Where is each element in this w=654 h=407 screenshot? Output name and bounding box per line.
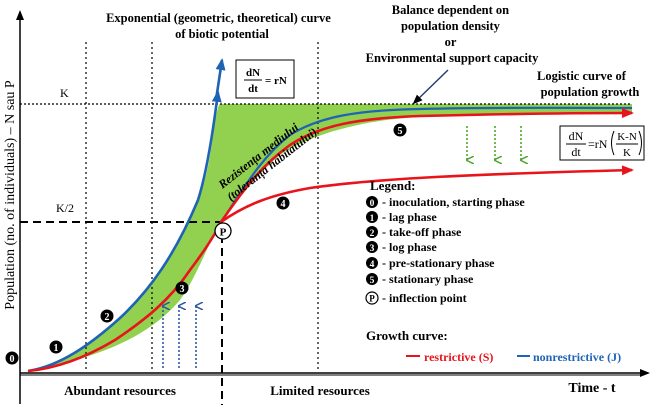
svg-text:- lag phase: - lag phase — [382, 210, 437, 224]
svg-text:- inoculation, starting phase: - inoculation, starting phase — [382, 195, 525, 209]
legend-item-5: 5 - stationary phase — [366, 272, 474, 286]
svg-text:1: 1 — [54, 343, 59, 354]
svg-text:3: 3 — [370, 244, 375, 254]
svg-text:dN: dN — [569, 129, 584, 143]
svg-text:dt: dt — [571, 145, 581, 159]
legend-nonrestrictive-label: nonrestrictive (J) — [533, 350, 621, 364]
s-curve-restrictive — [27, 108, 634, 373]
svg-text:P: P — [369, 294, 375, 304]
svg-text:- log phase: - log phase — [382, 240, 437, 254]
svg-text:4: 4 — [281, 199, 286, 210]
phase-marker-3: 3 — [175, 281, 189, 295]
legend-title: Legend: — [370, 178, 416, 193]
y-axis-label: Population (no. of individuals) – N sau … — [3, 80, 18, 310]
phase-marker-5: 5 — [393, 123, 407, 137]
svg-text:5: 5 — [370, 276, 375, 286]
svg-text:K: K — [623, 147, 631, 159]
x-axis-label: Time - t — [568, 381, 616, 396]
svg-text:dN: dN — [246, 67, 260, 79]
svg-text:K-N: K-N — [617, 131, 637, 143]
svg-text:- stationary phase: - stationary phase — [382, 272, 474, 286]
k-half-label: K/2 — [56, 201, 74, 215]
svg-text:2: 2 — [370, 229, 375, 239]
exponential-formula: dN dt = rN — [235, 59, 295, 99]
svg-text:= rN: = rN — [265, 75, 287, 87]
svg-text:2: 2 — [105, 312, 110, 323]
growth-curve-title: Growth curve: — [366, 328, 448, 343]
legend-item-0: 0 - inoculation, starting phase — [366, 195, 525, 209]
svg-text:=rN: =rN — [588, 137, 608, 151]
logistic-formula: dN dt =rN K-N K — [559, 125, 645, 161]
svg-text:- inflection point: - inflection point — [382, 291, 467, 305]
limited-resources-label: Limited resources — [270, 383, 370, 398]
svg-text:- take-off phase: - take-off phase — [382, 225, 462, 239]
balance-annotation: Balance dependent on population density … — [366, 3, 539, 65]
svg-text:1: 1 — [370, 214, 375, 224]
legend-item-1: 1 - lag phase — [366, 210, 437, 224]
j-curve-nonrestrictive — [27, 90, 222, 373]
legend-item-2: 2 - take-off phase — [366, 225, 462, 239]
phase-marker-0: 0 — [5, 351, 19, 365]
svg-text:- pre-stationary phase: - pre-stationary phase — [382, 256, 495, 270]
svg-text:4: 4 — [370, 260, 375, 270]
exponential-curve-title: Exponential (geometric, theoretical) cur… — [106, 11, 334, 41]
phase-marker-1: 1 — [49, 340, 63, 354]
svg-text:P: P — [220, 227, 227, 239]
inflection-point-marker: P — [214, 222, 232, 240]
environmental-resistance-area — [28, 104, 632, 371]
logistic-curve-title: Logistic curve of population growth — [537, 69, 639, 99]
legend-restrictive-label: restrictive (S) — [424, 350, 493, 364]
svg-text:dt: dt — [248, 83, 258, 95]
svg-text:3: 3 — [180, 284, 185, 295]
legend-item-4: 4 - pre-stationary phase — [366, 256, 495, 270]
legend-item-3: 3 - log phase — [366, 240, 437, 254]
k-label: K — [60, 86, 69, 100]
svg-text:0: 0 — [370, 199, 375, 209]
svg-text:5: 5 — [398, 126, 403, 137]
phase-marker-2: 2 — [100, 309, 114, 323]
s-curve-restrictive-lower — [220, 165, 634, 224]
phase-marker-4: 4 — [276, 196, 290, 210]
legend-item-6: P - inflection point — [365, 291, 467, 305]
abundant-resources-label: Abundant resources — [64, 383, 176, 398]
logistic-curve-blue — [220, 106, 633, 223]
svg-text:0: 0 — [10, 354, 15, 365]
legend-list: 0 - inoculation, starting phase 1 - lag … — [365, 195, 525, 305]
balance-pointer-arrow — [412, 69, 449, 105]
j-curve-arrow-line — [214, 58, 226, 101]
